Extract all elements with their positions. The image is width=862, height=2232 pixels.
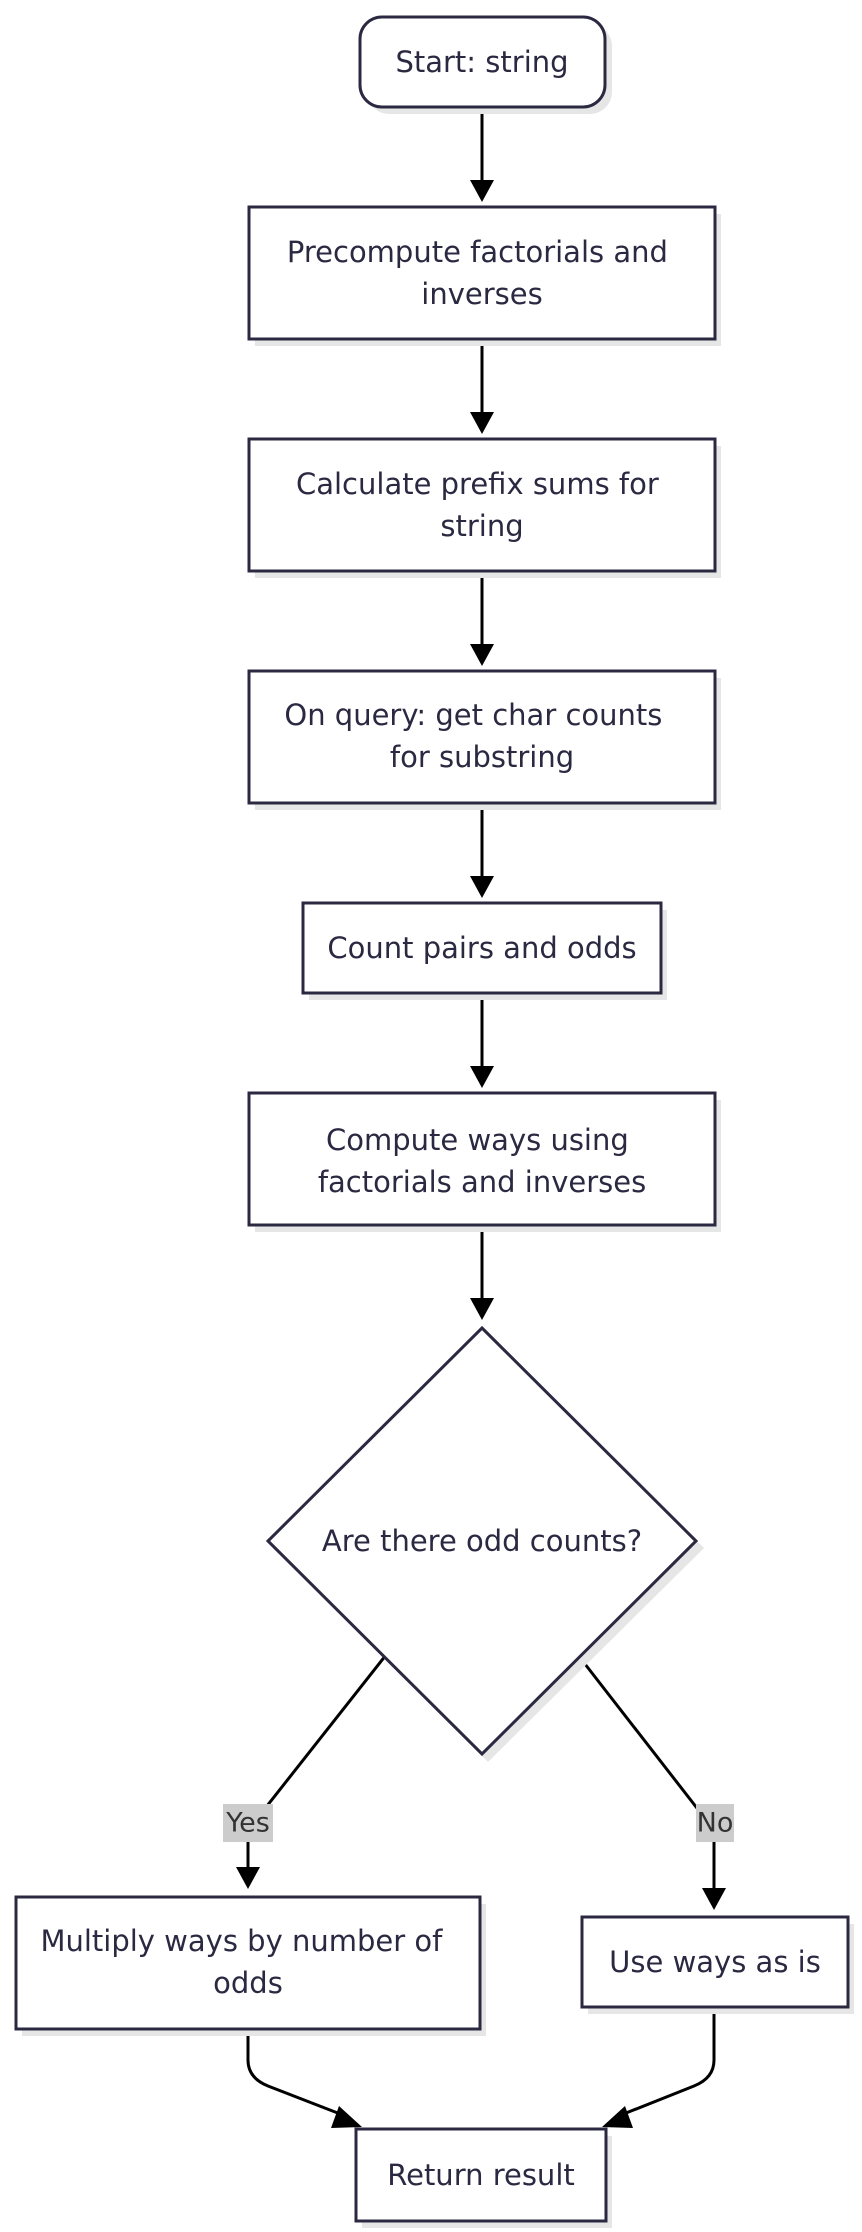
arrowhead-result-right [602,2106,633,2128]
node-start: Start: string [358,15,612,114]
arrowhead-use [702,1888,726,1910]
arrowhead-query [470,644,494,666]
node-count: Count pairs and odds [301,901,667,1000]
node-precompute: Precompute factorials and inverses [247,205,721,346]
node-use-text: Use ways as is [609,1945,821,1979]
edge-label-no-text: No [697,1808,734,1839]
node-multiply-text: Multiply ways by number of odds [40,1924,451,2000]
arrowhead-multiply [236,1867,260,1889]
edge-decision-use [576,1654,716,1890]
node-prefix: Calculate prefix sums for string [247,437,721,578]
edge-label-yes: Yes [223,1804,273,1842]
arrowhead-result-left [331,2106,362,2128]
node-compute-text: Compute ways using factorials and invers… [318,1123,646,1199]
arrowhead-decision [470,1298,494,1320]
node-decision: Are there odd counts? [265,1325,704,1762]
edge-label-no: No [696,1804,734,1842]
node-query: On query: get char counts for substring [247,669,721,810]
arrowhead-count [470,876,494,898]
edge-multiply-result [246,2025,349,2119]
arrowhead-compute [470,1066,494,1088]
node-compute: Compute ways using factorials and invers… [247,1091,721,1232]
node-result: Return result [354,2127,612,2228]
edge-use-result [615,2005,716,2119]
node-count-text: Count pairs and odds [327,931,636,965]
node-precompute-text: Precompute factorials and inverses [287,235,677,311]
arrowhead-precompute [470,180,494,202]
node-result-text: Return result [387,2158,575,2192]
node-decision-text: Are there odd counts? [322,1524,642,1558]
arrowhead-prefix [470,412,494,434]
node-query-text: On query: get char counts for substring [284,698,671,774]
node-start-text: Start: string [395,45,568,79]
edge-label-yes-text: Yes [225,1808,270,1839]
node-multiply: Multiply ways by number of odds [14,1895,486,2036]
node-prefix-text: Calculate prefix sums for string [296,467,668,543]
node-use: Use ways as is [580,1915,854,2014]
